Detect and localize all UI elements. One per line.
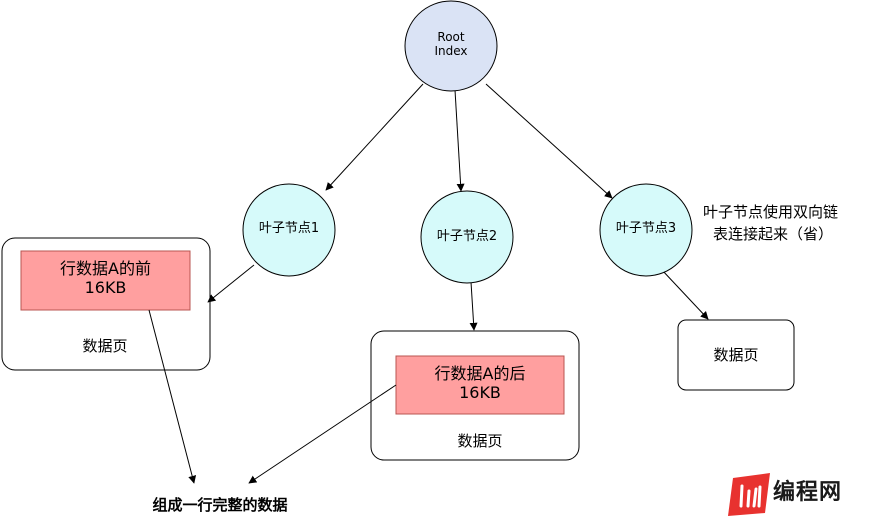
watermark-logo-icon xyxy=(728,473,770,516)
watermark-text: 编程网 xyxy=(773,480,843,505)
edge-root-leaf1 xyxy=(325,83,424,191)
edge-cell2-caption xyxy=(248,384,397,484)
linked-list-note: 叶子节点使用双向链 表连接起来（省） xyxy=(703,201,838,245)
leaf-node-3 xyxy=(599,183,693,277)
edge-cell1-caption xyxy=(148,309,197,484)
root-index-node xyxy=(404,0,498,92)
leaf-node-1 xyxy=(242,183,336,277)
edge-leaf3-page3 xyxy=(661,269,709,320)
leaf-node-3-label: 叶子节点3 xyxy=(615,221,677,236)
note-line1: 叶子节点使用双向链 xyxy=(703,203,839,221)
row-data-cell-2-label: 行数据A的后 16KB xyxy=(396,364,564,402)
root-label-line1: Root xyxy=(437,30,465,44)
data-page-3 xyxy=(677,319,795,391)
edge-root-leaf2 xyxy=(454,89,465,192)
row-data-cell-1-line1: 行数据A的前 xyxy=(60,259,151,278)
row-data-cell-1-label: 行数据A的前 16KB xyxy=(21,259,190,297)
complete-row-caption: 组成一行完整的数据 xyxy=(152,496,288,514)
root-label-line2: Index xyxy=(434,44,468,59)
data-page-2-label: 数据页 xyxy=(457,432,503,450)
leaf-node-1-label: 叶子节点1 xyxy=(258,221,320,236)
leaf-node-2 xyxy=(420,190,514,284)
row-data-cell-2-line2: 16KB xyxy=(459,383,501,403)
data-page-1-label: 数据页 xyxy=(82,337,128,355)
row-data-cell-1 xyxy=(20,250,191,311)
row-data-cell-1-line2: 16KB xyxy=(84,278,127,298)
data-page-3-label: 数据页 xyxy=(713,346,759,364)
edge-leaf2-page2 xyxy=(469,281,478,331)
row-data-cell-2-line1: 行数据A的后 xyxy=(434,364,526,383)
row-data-cell-2 xyxy=(395,355,565,415)
leaf-node-2-label: 叶子节点2 xyxy=(436,229,498,244)
edge-root-leaf3 xyxy=(485,83,613,199)
note-line2: 表连接起来（省） xyxy=(713,225,834,243)
root-index-label: Root Index xyxy=(421,30,481,59)
edge-leaf1-page1 xyxy=(207,264,255,303)
